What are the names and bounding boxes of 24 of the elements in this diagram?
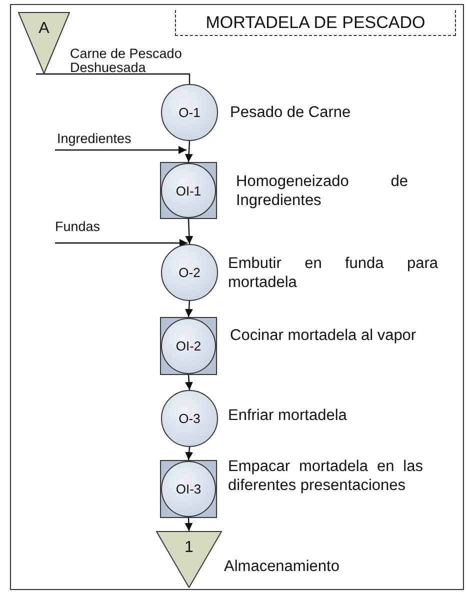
edge-label: Ingredientes <box>57 132 132 146</box>
connector-arrow <box>55 239 188 247</box>
combined-operation-symbol: OI-1 <box>160 162 217 219</box>
edge-label: Fundas <box>55 220 100 234</box>
connector-arrow <box>184 518 193 532</box>
combined-operation-symbol: OI-2 <box>160 317 217 375</box>
connector-arrow <box>55 146 186 154</box>
connector-arrow <box>185 300 193 318</box>
combined-operation-symbol: OI-3 <box>160 460 217 518</box>
connector-arrow <box>185 218 194 244</box>
step-description: Pesado de Carne <box>230 103 352 122</box>
step-description: Homogeneizado de Ingredientes <box>236 172 408 210</box>
storage-triangle: A <box>18 12 70 74</box>
step-description: Almacenamiento <box>224 557 340 576</box>
connector-arrow <box>184 140 193 162</box>
step-description: Embutir en funda para mortadela <box>228 254 438 292</box>
title: MORTADELA DE PESCADO <box>175 10 456 36</box>
connector-arrow <box>184 374 193 390</box>
step-description: Enfriar mortadela <box>228 406 348 425</box>
step-description: Cocinar mortadela al vapor <box>230 326 418 345</box>
edge-label: Carne de Pescado Deshuesada <box>70 47 183 75</box>
connector-arrow <box>185 446 194 460</box>
step-description: Empacar mortadela en las diferentes presentaciones <box>228 457 423 495</box>
storage-triangle: 1 <box>156 531 222 588</box>
